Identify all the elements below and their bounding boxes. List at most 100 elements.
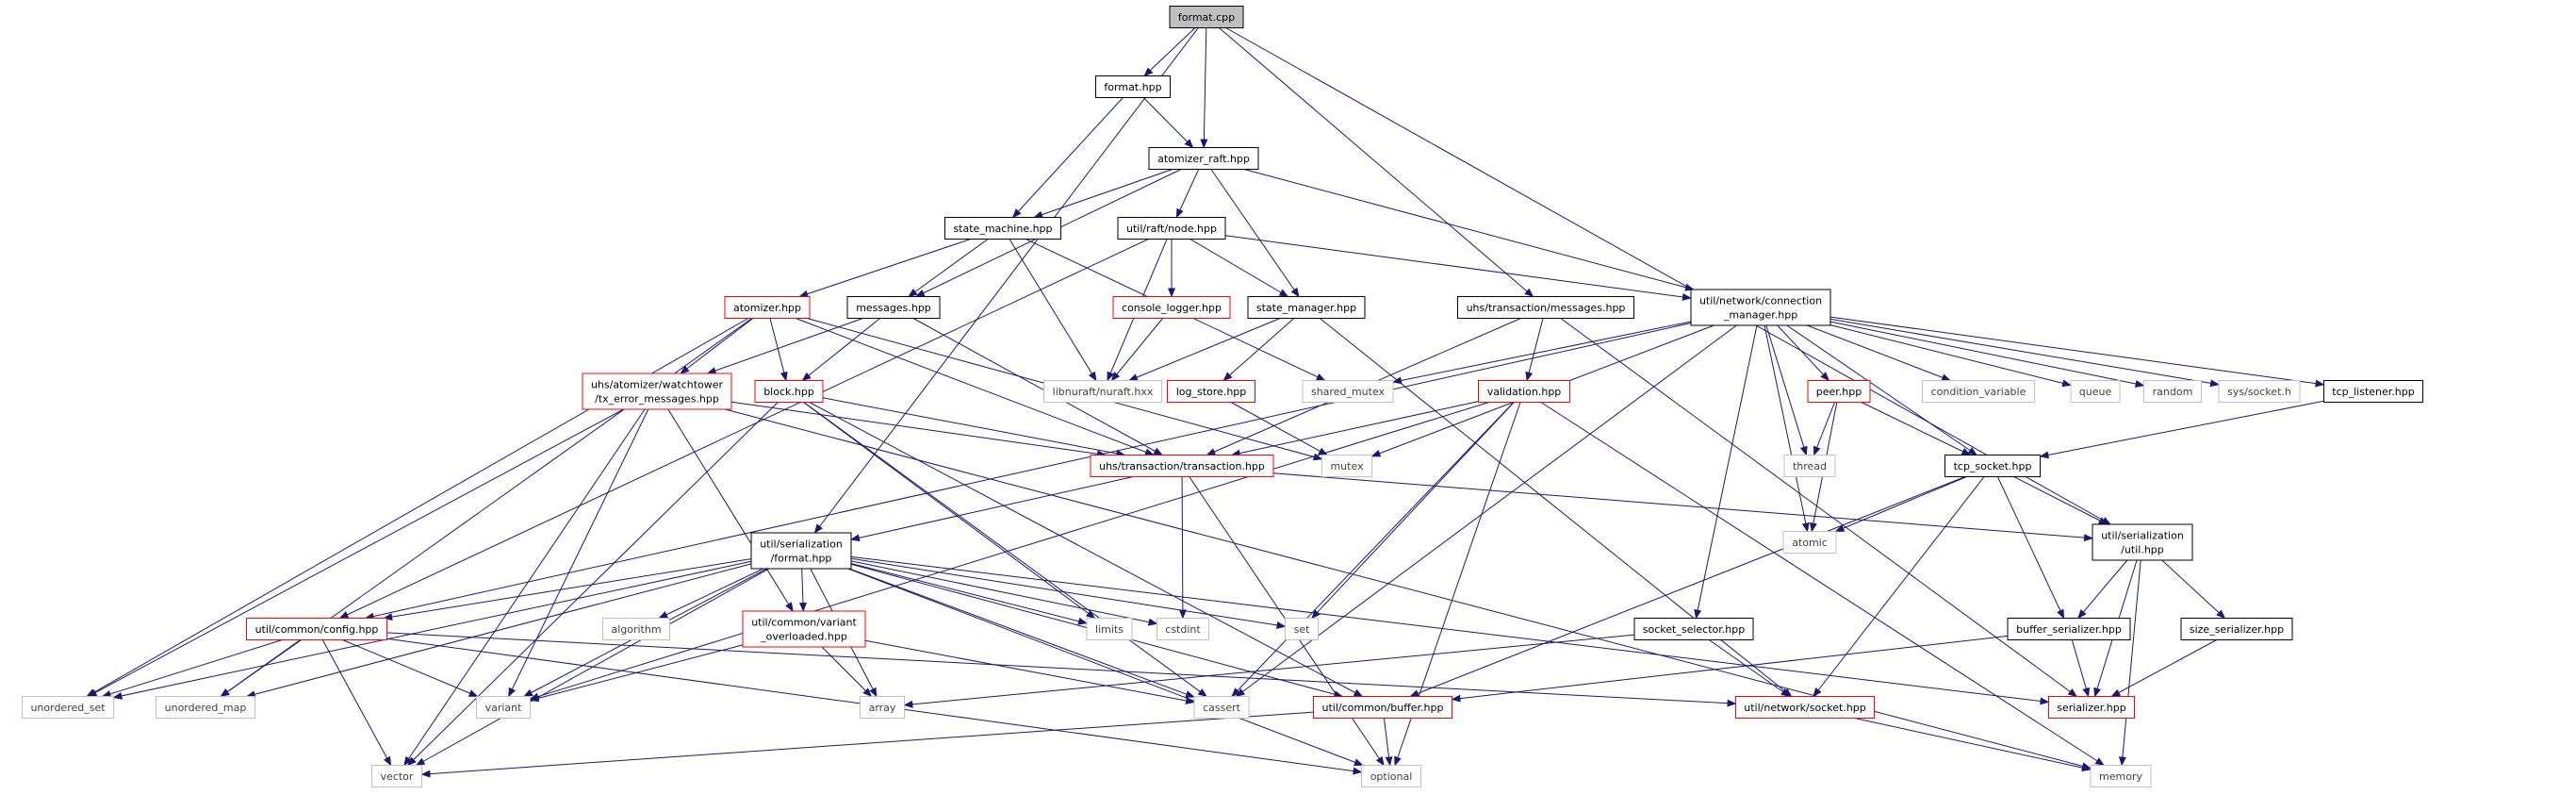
- node-buffer-hpp[interactable]: util/common/buffer.hpp: [1313, 696, 1452, 719]
- node-block-hpp[interactable]: block.hpp: [754, 380, 824, 403]
- node-watchtower-hpp[interactable]: uhs/atomizer/watchtower/tx_error_message…: [582, 373, 732, 410]
- edge-socket_selector_hpp-to-array: [903, 634, 1635, 708]
- node-box: [1783, 455, 1836, 477]
- node-validation-hpp[interactable]: validation.hpp: [1478, 380, 1570, 403]
- node-label: uhs/transaction/transaction.hpp: [1099, 460, 1265, 472]
- node-label: console_logger.hpp: [1122, 302, 1222, 314]
- node-log-store-hpp[interactable]: log_store.hpp: [1167, 380, 1255, 403]
- node-box: [754, 380, 824, 403]
- edge-format_hpp-to-state_machine_hpp: [1011, 97, 1124, 219]
- node-state-machine-hpp[interactable]: state_machine.hpp: [944, 217, 1061, 240]
- edge-size_serializer_hpp-to-serializer_hpp: [2110, 639, 2217, 697]
- node-format-cpp[interactable]: format.cpp: [1169, 6, 1244, 28]
- node-box: [1478, 380, 1570, 403]
- node-atomizer-hpp[interactable]: atomizer.hpp: [724, 296, 811, 319]
- edge-watchtower_hpp-to-vector: [403, 408, 646, 767]
- node-tcp-listener-hpp[interactable]: tcp_listener.hpp: [2323, 380, 2423, 403]
- node-ser-util-hpp[interactable]: util/serialization/util.hpp: [2092, 523, 2193, 561]
- node-box: [1457, 296, 1634, 319]
- edge-tcp_socket_hpp-to-buffer_serializer_hpp: [1996, 476, 2065, 620]
- node-atomizer-raft-hpp[interactable]: atomizer_raft.hpp: [1148, 147, 1259, 170]
- node-box: [944, 217, 1061, 240]
- node-raft-node-hpp[interactable]: util/raft/node.hpp: [1117, 217, 1226, 240]
- edge-uhs_tx_messages_hpp-to-validation_hpp: [1525, 318, 1544, 382]
- edge-ser_util_hpp-to-buffer_serializer_hpp: [2077, 559, 2128, 620]
- edge-connection_manager_hpp-to-thread: [1765, 324, 1808, 456]
- node-label: state_machine.hpp: [953, 223, 1052, 235]
- node-box: [1167, 380, 1255, 403]
- node-optional: optional: [1361, 765, 1421, 787]
- edge-block_hpp-to-transaction_hpp: [822, 397, 1126, 457]
- node-label: unordered_map: [165, 702, 247, 714]
- node-box: [1148, 147, 1259, 170]
- node-label: validation.hpp: [1487, 386, 1562, 398]
- node-box: [582, 373, 732, 410]
- node-box: [1944, 455, 2041, 477]
- node-peer-hpp[interactable]: peer.hpp: [1807, 380, 1871, 403]
- node-box: [1922, 380, 2035, 403]
- node-label: log_store.hpp: [1176, 386, 1247, 398]
- node-transaction-hpp[interactable]: uhs/transaction/transaction.hpp: [1090, 455, 1274, 477]
- edge-layer: [86, 27, 2325, 778]
- edge-format_cpp-to-format_hpp: [1143, 27, 1196, 77]
- node-limits: limits: [1086, 618, 1133, 640]
- edge-atomizer_raft_hpp-to-state_manager_hpp: [1210, 169, 1300, 298]
- node-set: set: [1285, 618, 1319, 640]
- node-box: [1095, 75, 1171, 98]
- node-tcp-socket-hpp[interactable]: tcp_socket.hpp: [1944, 455, 2041, 477]
- node-unordered-map: unordered_map: [156, 696, 255, 719]
- edge-raft_node_hpp-to-config_hpp: [338, 239, 1149, 619]
- node-format-hpp[interactable]: format.hpp: [1095, 75, 1171, 98]
- node-label: util/network/socket.hpp: [1744, 702, 1865, 714]
- node-serializer-hpp[interactable]: serializer.hpp: [2048, 696, 2135, 719]
- node-label: uhs/transaction/messages.hpp: [1467, 302, 1626, 314]
- node-label: set: [1294, 623, 1310, 636]
- node-connection-manager-hpp[interactable]: util/network/connection_manager.hpp: [1690, 289, 1831, 326]
- edge-config_hpp-to-variant: [342, 639, 479, 697]
- edge-config_hpp-to-vector: [321, 639, 392, 767]
- edge-buffer_serializer_hpp-to-buffer_hpp: [1451, 635, 2009, 703]
- node-box: [750, 532, 852, 570]
- node-config-hpp[interactable]: util/common/config.hpp: [246, 618, 387, 640]
- node-label: buffer_serializer.hpp: [2016, 623, 2122, 636]
- edge-ser_format_hpp-to-unordered_set: [112, 560, 752, 700]
- node-label: array: [869, 702, 896, 714]
- edge-atomizer_raft_hpp-to-raft_node_hpp: [1175, 169, 1200, 219]
- node-variant: variant: [476, 696, 531, 719]
- edge-tcp_socket_hpp-to-atomic: [1834, 476, 1967, 532]
- node-box: [1112, 296, 1231, 319]
- node-box: [2218, 380, 2301, 403]
- node-label: libnuraft/nuraft.hxx: [1053, 386, 1154, 398]
- edge-watchtower_hpp-to-variant: [508, 408, 649, 698]
- node-algorithm: algorithm: [602, 618, 670, 640]
- node-variant-overloaded-hpp[interactable]: util/common/variant_overloaded.hpp: [742, 610, 866, 648]
- node-libnuraft: libnuraft/nuraft.hxx: [1043, 380, 1162, 403]
- node-label: tcp_listener.hpp: [2332, 386, 2414, 398]
- node-box: [724, 296, 811, 319]
- node-size-serializer-hpp[interactable]: size_serializer.hpp: [2180, 618, 2293, 640]
- edge-state_manager_hpp-to-libnuraft: [1127, 318, 1281, 381]
- edge-ser_format_hpp-to-config_hpp: [383, 558, 752, 621]
- node-box: [1782, 531, 1837, 554]
- node-label: mutex: [1330, 460, 1364, 472]
- node-random: random: [2143, 380, 2202, 403]
- edge-messages_hpp-to-block_hpp: [801, 318, 881, 382]
- edge-tcp_socket_hpp-to-buffer_hpp: [1409, 476, 1966, 697]
- edge-buffer_serializer_hpp-to-serializer_hpp: [2071, 639, 2091, 698]
- node-console-logger-hpp[interactable]: console_logger.hpp: [1112, 296, 1231, 319]
- node-state-manager-hpp[interactable]: state_manager.hpp: [1247, 296, 1366, 319]
- node-atomic: atomic: [1782, 531, 1837, 554]
- node-buffer-serializer-hpp[interactable]: buffer_serializer.hpp: [2007, 618, 2131, 640]
- node-mutex: mutex: [1321, 455, 1372, 477]
- node-socket-hpp[interactable]: util/network/socket.hpp: [1735, 696, 1875, 719]
- edge-ser_format_hpp-to-set: [850, 557, 1287, 629]
- node-label: util/common/buffer.hpp: [1322, 702, 1444, 714]
- node-messages-hpp[interactable]: messages.hpp: [846, 296, 941, 319]
- node-ser-format-hpp[interactable]: util/serialization/format.hpp: [750, 532, 852, 570]
- edge-connection_manager_hpp-to-socket_selector_hpp: [1694, 324, 1758, 620]
- node-uhs-tx-messages-hpp[interactable]: uhs/transaction/messages.hpp: [1457, 296, 1634, 319]
- edge-raft_node_hpp-to-connection_manager_hpp: [1224, 235, 1692, 301]
- node-queue: queue: [2070, 380, 2121, 403]
- node-socket-selector-hpp[interactable]: socket_selector.hpp: [1633, 618, 1754, 640]
- node-label: /util.hpp: [2121, 544, 2164, 556]
